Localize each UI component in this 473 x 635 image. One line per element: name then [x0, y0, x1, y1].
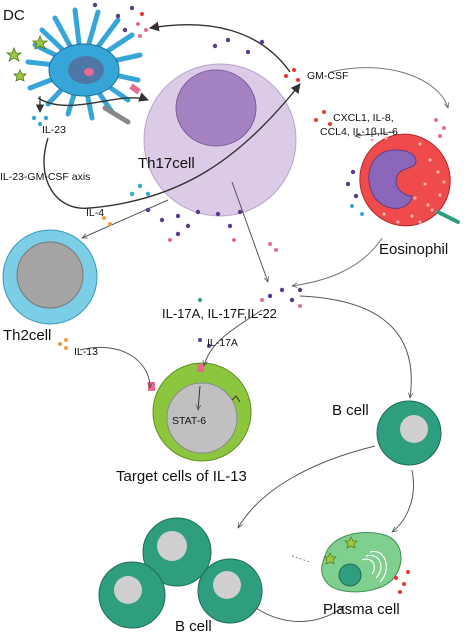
- label-eosinophil: Eosinophil: [379, 241, 448, 258]
- arrow-cluster-to-plasma: [255, 606, 344, 622]
- label-plasma: Plasma cell: [323, 601, 400, 618]
- label-th2: Th2cell: [3, 327, 51, 344]
- b-cell-single: [376, 400, 442, 466]
- arrow-dc-to-th17: [37, 92, 149, 107]
- arrow-gmcsf-to-eos: [329, 67, 448, 108]
- b-cell-nucleus: [213, 571, 241, 599]
- arrow-th17-to-th2: [82, 199, 169, 239]
- dendritic-cell: [25, 7, 143, 125]
- arrow-il17-to-target: [204, 309, 263, 366]
- dendritic-cell-receptor: [129, 83, 141, 95]
- arrow-target-internal: [198, 385, 200, 410]
- arrow-il13-to-target: [79, 346, 150, 388]
- label-axis: IL-23-GM-CSF axis: [0, 171, 90, 183]
- label-target: Target cells of IL-13: [116, 468, 247, 485]
- star-icon: [344, 536, 358, 549]
- arrow-target-side: [231, 395, 241, 403]
- label-bcell-top: B cell: [332, 402, 369, 419]
- interaction-arrows: [35, 21, 448, 622]
- arrow-eos-to-il17: [292, 237, 383, 286]
- b-cell-nucleus: [157, 531, 187, 561]
- star-icon: [323, 552, 337, 565]
- cytokine-dots-blue: [31, 115, 364, 216]
- label-il4: IL-4: [86, 207, 104, 219]
- target-cell-receptor: [148, 382, 155, 391]
- th2-cell: [2, 229, 98, 325]
- plasma-cell-er: [361, 551, 387, 583]
- dendritic-cell-cable: [102, 105, 131, 125]
- eosinophil-granules: [370, 136, 446, 224]
- label-stat6: STAT-6: [172, 415, 206, 427]
- arrow-eos-cytokines: [355, 131, 396, 136]
- th17-cell-nucleus: [175, 69, 257, 147]
- target-cell-nucleus: [166, 382, 238, 454]
- arrow-bcell-to-cluster: [238, 445, 376, 528]
- label-cxcl-line1: CXCL1, IL-8,: [333, 112, 394, 124]
- eosinophil-nucleus: [368, 149, 417, 209]
- target-cell-receptor: [197, 364, 204, 372]
- label-il23: IL-23: [42, 124, 66, 136]
- target-cell: [148, 362, 252, 462]
- b-cell-nucleus: [114, 576, 142, 604]
- label-th17: Th17cell: [138, 155, 195, 172]
- cytokine-dots-red: [140, 12, 410, 594]
- b-cell-cluster: [98, 517, 263, 629]
- b-cell-nucleus: [400, 415, 428, 443]
- label-bcell-bottom: B cell: [175, 618, 212, 635]
- cytokine-dots-orange: [58, 216, 112, 350]
- dendritic-cell-nucleolus: [84, 68, 94, 76]
- text-labels: DC Th17cell IL-23 GM-CSF CXCL1, IL-8, CC…: [0, 7, 448, 635]
- arrow-th17-to-il17: [231, 181, 268, 282]
- label-dc: DC: [3, 7, 25, 24]
- plasma-cell: [321, 532, 402, 593]
- arrow-axis: [43, 83, 301, 209]
- label-il13: IL-13: [74, 346, 98, 358]
- cytokine-dots: [31, 2, 446, 594]
- plasma-cell-nucleus: [338, 563, 362, 587]
- label-il17-group: IL-17A, IL-17F,IL-22: [162, 306, 277, 321]
- th17-cell: [143, 63, 297, 217]
- star-icons-dc: [5, 34, 49, 82]
- label-il17a: IL-17A: [207, 337, 238, 349]
- label-gmcsf: GM-CSF: [307, 70, 348, 82]
- eosinophil-tail: [436, 210, 460, 224]
- arrow-il17-to-bcell: [299, 295, 411, 398]
- arrow-bcell-to-plasma: [392, 469, 414, 532]
- star-icon: [31, 34, 49, 50]
- eosinophil-cell: [359, 133, 460, 227]
- arrow-plasma-antibodies: [291, 555, 311, 563]
- arrow-gmcsf-to-dc: [149, 21, 291, 73]
- star-icon: [5, 46, 23, 62]
- cytokine-dots-dark: [92, 2, 359, 348]
- cytokine-dots-pink: [136, 22, 446, 308]
- cytokine-dots-green: [198, 298, 202, 302]
- star-icon: [13, 69, 27, 82]
- label-cxcl-line2: CCL4, IL-1β,IL-6: [320, 126, 398, 138]
- th2-cell-nucleus: [16, 241, 84, 309]
